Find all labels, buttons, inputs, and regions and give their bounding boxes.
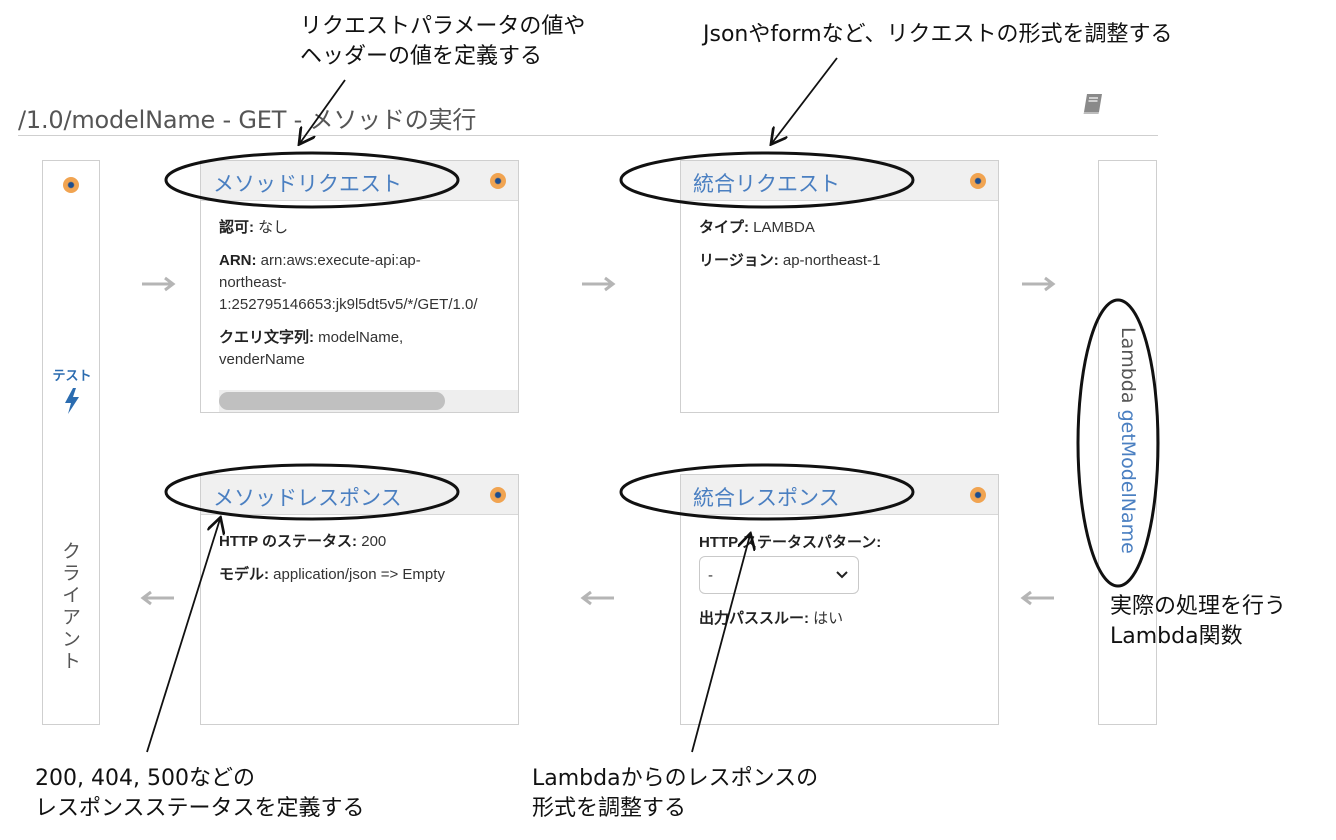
client-panel: テスト クライアント xyxy=(42,160,100,725)
lambda-prefix: Lambda xyxy=(1117,327,1139,404)
annotation-integration-response: Lambdaからのレスポンスの 形式を調整する xyxy=(532,766,819,821)
auth-row: 認可: なし xyxy=(219,217,502,239)
query-row: クエリ文字列: modelName, venderName xyxy=(219,327,502,371)
model-row: モデル: application/json => Empty xyxy=(219,564,502,586)
arn-line-1: arn:aws:execute-api:ap- xyxy=(260,252,421,269)
info-icon[interactable] xyxy=(970,173,986,189)
test-link[interactable]: テスト xyxy=(52,369,92,384)
arn-line-3: 1:252795146653:jk9l5dt5v5/*/GET/1.0/ xyxy=(219,296,478,313)
type-value: LAMBDA xyxy=(753,219,815,236)
type-row: タイプ: LAMBDA xyxy=(699,217,982,239)
book-icon[interactable] xyxy=(1080,92,1106,116)
info-icon[interactable] xyxy=(970,487,986,503)
integration-request-header: 統合リクエスト xyxy=(681,161,998,201)
status-row: HTTP のステータス: 200 xyxy=(219,531,502,553)
arn-label: ARN: xyxy=(219,252,257,269)
arn-line-2: northeast- xyxy=(219,274,287,291)
left-arrow-icon xyxy=(140,590,174,606)
model-value: application/json => Empty xyxy=(273,566,445,583)
integration-request-link[interactable]: 統合リクエスト xyxy=(693,172,840,196)
region-label: リージョン: xyxy=(699,252,779,269)
status-label: HTTP のステータス: xyxy=(219,533,358,550)
model-label: モデル: xyxy=(219,566,269,583)
left-arrow-icon xyxy=(1020,590,1054,606)
passthrough-value: はい xyxy=(813,610,844,627)
lightning-bolt-icon[interactable] xyxy=(63,387,81,415)
region-row: リージョン: ap-northeast-1 xyxy=(699,250,982,272)
type-label: タイプ: xyxy=(699,219,749,236)
title-divider xyxy=(18,135,1158,136)
region-value: ap-northeast-1 xyxy=(782,252,881,269)
method-request-panel: メソッドリクエスト 認可: なし ARN: arn:aws:execute-ap… xyxy=(200,160,519,413)
method-request-header: メソッドリクエスト xyxy=(201,161,518,201)
client-label: クライアント xyxy=(59,541,81,673)
annotation-integration-request: Jsonやformなど、リクエストの形式を調整する xyxy=(703,22,1173,47)
auth-value: なし xyxy=(258,219,289,236)
query-label: クエリ文字列: xyxy=(219,329,314,346)
info-icon[interactable] xyxy=(63,177,79,193)
query-value-1: modelName, xyxy=(318,329,404,346)
integration-response-panel: 統合レスポンス HTTP ステータスパターン: - 出力パススルー: はい xyxy=(680,474,999,725)
method-response-link[interactable]: メソッドレスポンス xyxy=(213,486,402,510)
auth-label: 認可: xyxy=(219,219,254,236)
annotation-method-request: リクエストパラメータの値や ヘッダーの値を定義する xyxy=(300,14,586,69)
scrollbar-thumb[interactable] xyxy=(219,392,445,410)
method-response-panel: メソッドレスポンス HTTP のステータス: 200 モデル: applicat… xyxy=(200,474,519,725)
integration-request-panel: 統合リクエスト タイプ: LAMBDA リージョン: ap-northeast-… xyxy=(680,160,999,413)
annotation-method-response: 200, 404, 500などの レスポンスステータスを定義する xyxy=(35,766,365,821)
method-request-link[interactable]: メソッドリクエスト xyxy=(213,172,402,196)
right-arrow-icon xyxy=(142,276,176,292)
status-pattern-value: - xyxy=(708,566,713,584)
info-icon[interactable] xyxy=(490,487,506,503)
right-arrow-icon xyxy=(582,276,616,292)
integration-response-link[interactable]: 統合レスポンス xyxy=(693,486,840,510)
arn-row: ARN: arn:aws:execute-api:ap- northeast- … xyxy=(219,250,502,316)
integration-response-header: 統合レスポンス xyxy=(681,475,998,515)
passthrough-row: 出力パススルー: はい xyxy=(699,608,982,630)
pointer-line xyxy=(772,57,838,143)
info-icon[interactable] xyxy=(490,173,506,189)
lambda-label: Lambda getModelName xyxy=(1117,327,1139,554)
status-pattern-select[interactable]: - xyxy=(699,556,859,594)
right-arrow-icon xyxy=(1022,276,1056,292)
method-response-header: メソッドレスポンス xyxy=(201,475,518,515)
lambda-function-link[interactable]: getModelName xyxy=(1117,409,1139,554)
pattern-label: HTTP ステータスパターン: xyxy=(699,534,882,551)
chevron-down-icon xyxy=(836,571,848,579)
status-value: 200 xyxy=(361,533,387,550)
passthrough-label: 出力パススルー: xyxy=(699,610,809,627)
page-title: /1.0/modelName - GET - メソッドの実行 xyxy=(18,106,477,134)
query-value-2: venderName xyxy=(219,351,305,368)
horizontal-scrollbar[interactable] xyxy=(219,390,518,412)
left-arrow-icon xyxy=(580,590,614,606)
annotation-lambda: 実際の処理を行う Lambda関数 xyxy=(1110,594,1287,649)
